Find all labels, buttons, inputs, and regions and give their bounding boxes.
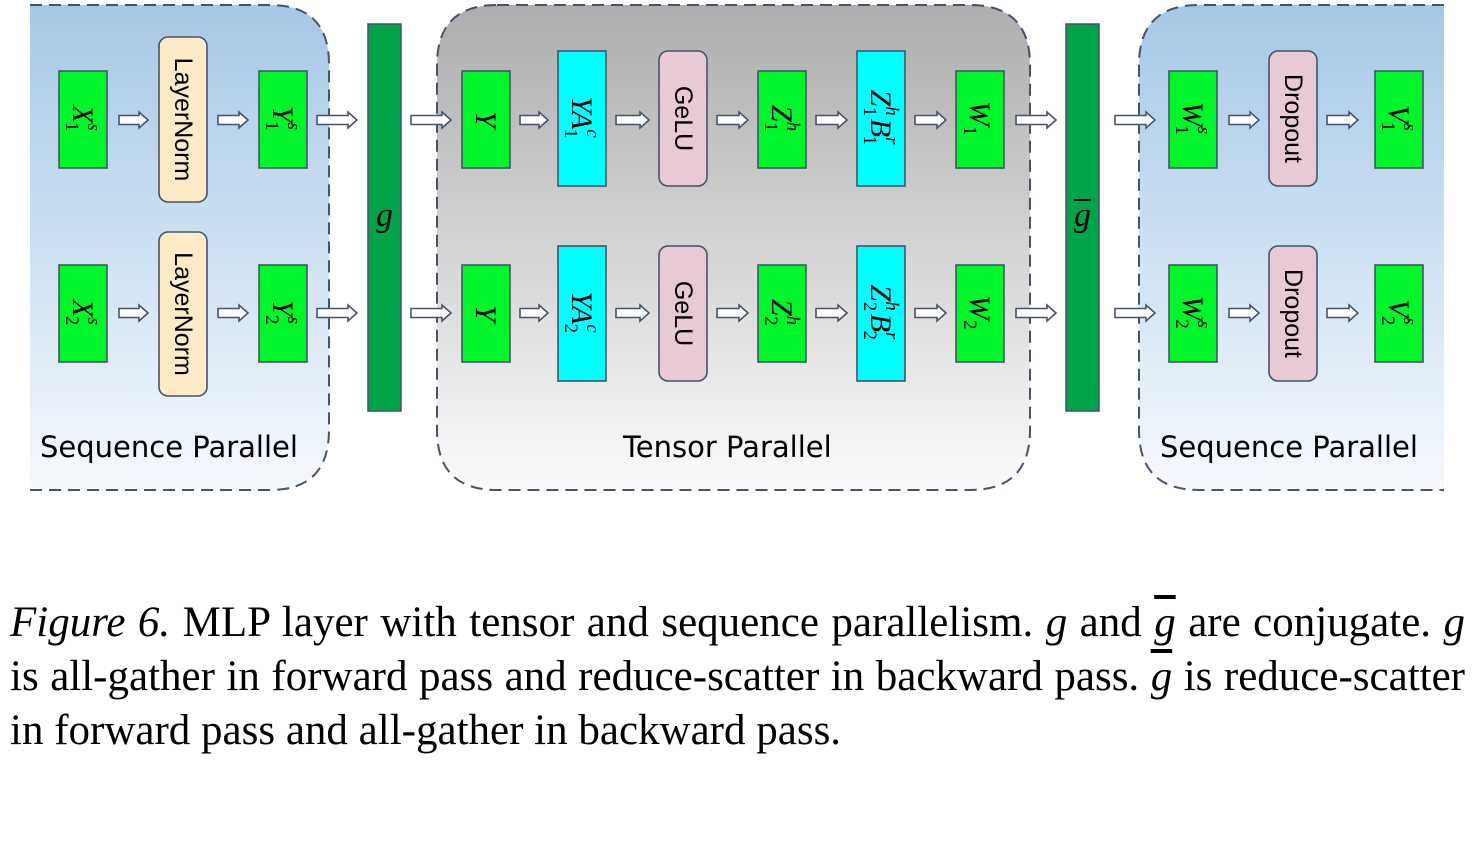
arrow-icon <box>815 110 849 130</box>
arrow-icon <box>914 303 948 323</box>
arrow-icon <box>1114 303 1157 323</box>
comm-op-gbar: g <box>1065 23 1100 412</box>
box-label: YAc2 <box>561 291 604 335</box>
arrow-icon <box>1015 110 1058 130</box>
caption-text-1: MLP layer with tensor and sequence paral… <box>170 599 1046 646</box>
arrow-icon <box>519 303 550 323</box>
box-label: Y <box>470 305 503 325</box>
math-gbar-2: g <box>1150 653 1173 700</box>
row-1: Xs1 LayerNorm Ys1 Y YAc1 GeLU Zh1 Zh1 Br1 W… <box>58 36 1424 203</box>
panel-right-border <box>1138 4 1444 491</box>
arrow-icon <box>716 303 750 323</box>
arrow-icon <box>615 110 651 130</box>
arrow-icon <box>1114 110 1157 130</box>
tensor-w2s-2: Ws2 <box>1168 264 1218 363</box>
tensor-v2s-2: Vs2 <box>1374 264 1424 363</box>
arrow-icon <box>615 303 651 323</box>
panel-middle <box>436 4 1031 491</box>
box-label: W1 <box>960 101 997 138</box>
caption-and: and <box>1067 599 1155 646</box>
op-layernorm-2: LayerNorm <box>158 231 208 397</box>
figure-caption: Figure 6. MLP layer with tensor and sequ… <box>10 596 1465 758</box>
arrow-icon <box>316 303 359 323</box>
arrow-icon <box>118 303 150 323</box>
tensor-y-1: Y <box>461 70 511 169</box>
caption-text-3: is all-gather in forward pass and reduce… <box>10 653 1151 700</box>
tensor-x1s-1: Xs1 <box>58 70 108 169</box>
arrow-icon <box>1326 303 1360 323</box>
tensor-z2h-2: Zh2 <box>757 264 807 363</box>
panel-label-middle: Tensor Parallel <box>622 430 832 464</box>
box-label: Zh2 Br2 <box>860 285 903 343</box>
tensor-y-2: Y <box>461 264 511 363</box>
box-label: Y <box>470 111 503 131</box>
box-label: LayerNorm <box>169 58 197 182</box>
arrow-icon <box>217 303 250 323</box>
arrow-icon <box>914 110 948 130</box>
arrow-icon <box>1228 303 1261 323</box>
box-label: Xs1 <box>62 104 105 134</box>
tensor-zb1h-1: Zh1 Br1 <box>856 50 906 187</box>
box-label: Ws1 <box>1172 102 1215 137</box>
tensor-ya1c-1: YAc1 <box>557 50 607 187</box>
op-dropout-2: Dropout <box>1268 245 1318 382</box>
box-label: Zh1 Br1 <box>860 90 903 148</box>
math-gbar: g <box>1154 599 1176 646</box>
box-label: Vs2 <box>1378 299 1421 328</box>
op-dropout-1: Dropout <box>1268 50 1318 187</box>
caption-text-2: are conjugate. <box>1175 599 1444 646</box>
op-gelu-2: GeLU <box>658 245 708 382</box>
box-label: Vs1 <box>1378 105 1421 134</box>
tensor-ya2c-2: YAc2 <box>557 245 607 382</box>
box-label: Zh1 <box>761 105 804 134</box>
tensor-v1s-1: Vs1 <box>1374 70 1424 169</box>
mlp-parallelism-diagram: g g Xs1 LayerNorm Ys1 Y YAc1 GeLU Zh1 Zh1 Br1… <box>30 4 1444 491</box>
op-gelu-1: GeLU <box>658 50 708 187</box>
box-label: YAc1 <box>561 96 604 140</box>
box-label: W2 <box>960 295 997 332</box>
tensor-zb2h-2: Zh2 Br2 <box>856 245 906 382</box>
arrow-icon <box>1015 303 1058 323</box>
panel-left-border <box>30 4 330 491</box>
op-layernorm-1: LayerNorm <box>158 36 208 203</box>
box-label: LayerNorm <box>169 252 197 376</box>
box-label: Dropout <box>1279 74 1307 163</box>
box-label: Dropout <box>1279 269 1307 358</box>
arrow-icon <box>519 110 550 130</box>
arrow-icon <box>815 303 849 323</box>
tensor-y1s-1: Ys1 <box>258 70 308 169</box>
arrow-icon <box>1326 110 1360 130</box>
comm-op-label: g <box>376 197 393 234</box>
caption-text-4: is reduce-scatter in forward pass and al… <box>10 653 1466 754</box>
tensor-w1-1: W1 <box>955 70 1005 169</box>
math-g: g <box>1045 599 1068 646</box>
box-label: GeLU <box>669 281 697 346</box>
figure-label: Figure 6. <box>10 599 171 646</box>
math-g-2: g <box>1443 599 1466 646</box>
tensor-w2-2: W2 <box>955 264 1005 363</box>
comm-op-g: g <box>367 23 402 412</box>
box-label: Ys1 <box>262 106 305 133</box>
arrow-icon <box>217 110 250 130</box>
tensor-z1h-1: Zh1 <box>757 70 807 169</box>
arrow-icon <box>716 110 750 130</box>
arrow-icon <box>410 303 453 323</box>
panel-label-left: Sequence Parallel <box>40 430 298 464</box>
box-label: Ys2 <box>262 300 305 327</box>
arrow-icon <box>316 110 359 130</box>
tensor-y2s-2: Ys2 <box>258 264 308 363</box>
box-label: Zh2 <box>761 299 804 328</box>
arrow-icon <box>118 110 150 130</box>
box-label: Xs2 <box>62 298 105 328</box>
arrow-icon <box>410 110 453 130</box>
comm-op-label: g <box>1074 197 1091 234</box>
tensor-w1s-1: Ws1 <box>1168 70 1218 169</box>
panel-label-right: Sequence Parallel <box>1160 430 1418 464</box>
box-label: Ws2 <box>1172 296 1215 331</box>
arrow-icon <box>1228 110 1261 130</box>
row-2: Xs2 LayerNorm Ys2 Y YAc2 GeLU Zh2 Zh2 Br2 W… <box>58 231 1424 397</box>
box-label: GeLU <box>669 86 697 151</box>
tensor-x2s-2: Xs2 <box>58 264 108 363</box>
